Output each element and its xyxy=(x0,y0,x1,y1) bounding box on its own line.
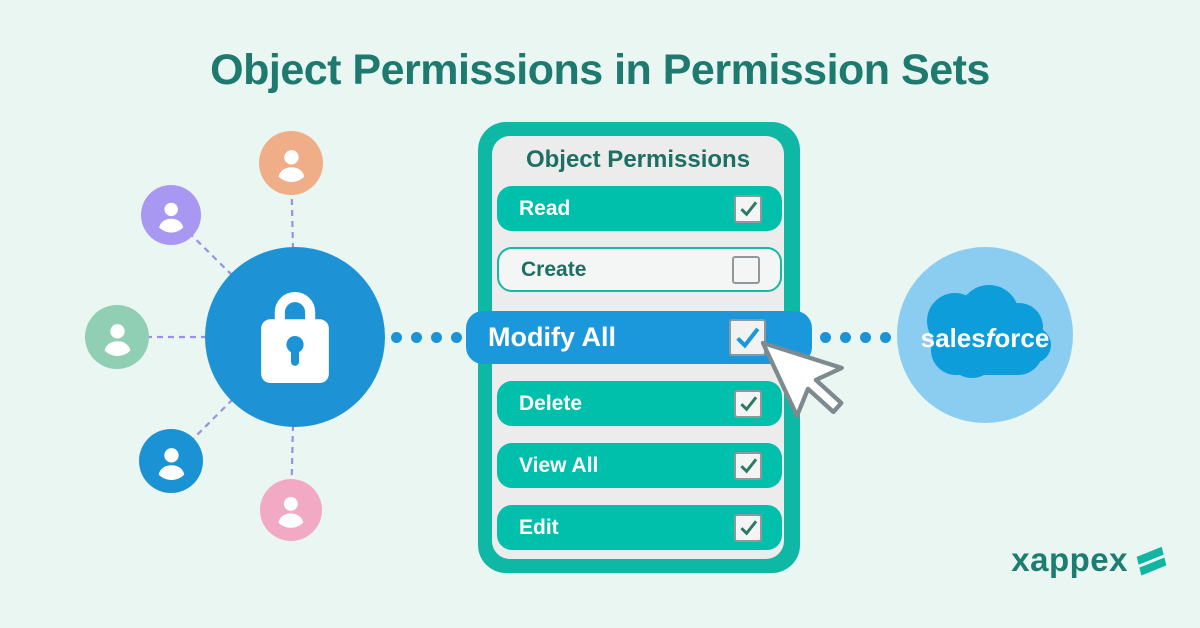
edit-checkbox[interactable] xyxy=(734,513,762,542)
card-header: Object Permissions xyxy=(525,146,751,173)
permission-row-create[interactable]: Create xyxy=(497,247,782,292)
checkmark-icon xyxy=(740,201,757,217)
permission-label: Create xyxy=(521,257,587,281)
checkmark-icon xyxy=(740,520,757,536)
salesforce-logo-circle: salesforce xyxy=(897,247,1073,423)
user-avatar-icon xyxy=(85,305,149,369)
modify-all-checkbox[interactable] xyxy=(729,319,766,356)
user-avatar-icon xyxy=(139,429,203,493)
read-checkbox[interactable] xyxy=(734,194,762,223)
dotted-connector-right xyxy=(820,332,891,343)
permission-row-read[interactable]: Read xyxy=(497,186,782,231)
checkmark-icon xyxy=(740,396,757,412)
permission-set-lock-circle xyxy=(205,247,385,427)
permission-label: Read xyxy=(519,196,571,220)
person-icon xyxy=(104,323,130,356)
user-avatar-icon xyxy=(141,185,201,245)
create-checkbox[interactable] xyxy=(732,255,760,284)
permission-label: Delete xyxy=(519,391,583,415)
lock-icon xyxy=(261,292,329,383)
brand-logo: xappex xyxy=(1005,540,1170,580)
dotted-connector-left xyxy=(391,332,462,343)
salesforce-wordmark: salesforce xyxy=(921,323,1050,353)
permission-row-delete[interactable]: Delete xyxy=(497,381,782,426)
page-title: Object Permissions in Permission Sets xyxy=(210,46,990,94)
user-avatar-icon xyxy=(260,479,322,541)
permission-row-modify-all[interactable]: Modify All xyxy=(466,311,812,364)
person-icon xyxy=(278,149,304,182)
permission-row-view-all[interactable]: View All xyxy=(497,443,782,488)
checkmark-icon xyxy=(740,458,757,474)
person-icon xyxy=(158,447,184,480)
person-icon xyxy=(278,497,304,529)
brand-wordmark: xappex xyxy=(1011,541,1128,578)
user-avatar-icon xyxy=(259,131,323,195)
mouse-cursor-icon xyxy=(760,340,844,418)
checkmark-icon xyxy=(736,327,760,349)
brand-glyph-icon xyxy=(1136,546,1167,576)
person-icon xyxy=(158,202,183,233)
delete-checkbox[interactable] xyxy=(734,389,762,418)
view-all-checkbox[interactable] xyxy=(734,451,762,480)
permission-label: View All xyxy=(519,453,599,477)
salesforce-cloud-icon: salesforce xyxy=(921,285,1051,378)
permission-row-edit[interactable]: Edit xyxy=(497,505,782,550)
permission-label: Modify All xyxy=(488,322,616,352)
permission-label: Edit xyxy=(519,515,559,539)
